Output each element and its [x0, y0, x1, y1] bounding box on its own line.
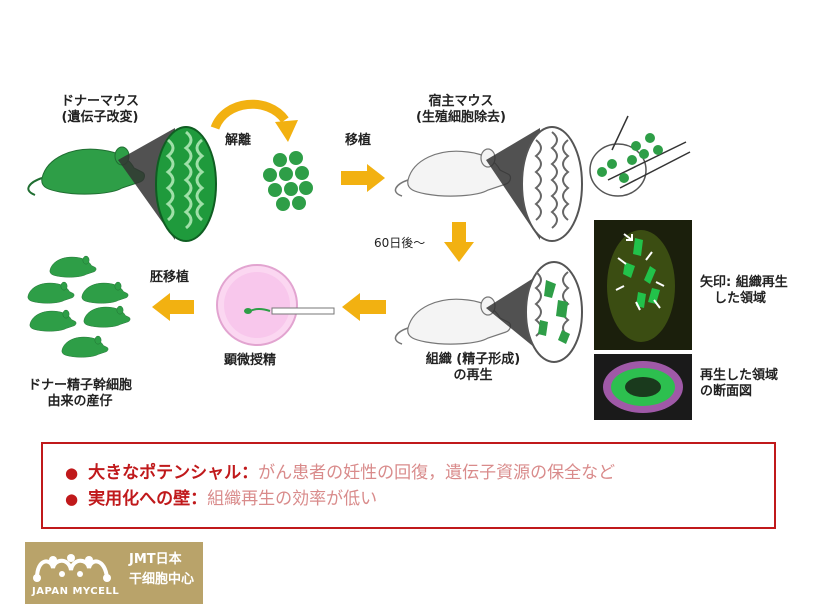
potential-key: 大きなポテンシャル： [88, 463, 259, 483]
host-testis-section [521, 126, 583, 242]
donor-mouse [27, 146, 145, 196]
microinsemination-label: 顕微授精 [224, 353, 277, 368]
regeneration-line-1: 組織 (精子形成) [425, 352, 521, 367]
egg-microinjection [216, 264, 335, 346]
section-caption: 再生した領域 の断面図 [700, 368, 778, 400]
offspring-label: ドナー精子幹細胞 由来の産仔 [10, 378, 150, 410]
summary-box: ● 大きなポテンシャル：がん患者の妊性の回復，遺伝子資源の保全など ● 実用化への壁… [41, 442, 776, 529]
logo-japanese-text: JMT日本 干细胞中心 [129, 550, 194, 590]
offspring-line-1: ドナー精子幹細胞 [27, 378, 132, 393]
summary-item-potential: ● 大きなポテンシャル：がん患者の妊性の回復，遺伝子資源の保全など [65, 462, 615, 484]
host-mouse-title: 宿主マウス [428, 94, 494, 109]
section-caption-line-1: 再生した領域 [700, 368, 779, 383]
down-arrow [444, 222, 474, 262]
summary-item-barrier: ● 実用化への壁：組織再生の効率が低い [65, 488, 377, 510]
bullet-icon: ● [65, 490, 79, 508]
host-mouse-subtitle: (生殖細胞除去) [416, 110, 506, 125]
arrows-caption-line-1: 矢印: 組織再生 [700, 275, 788, 290]
jmt-logo: JAPAN MYCELL JMT日本 干细胞中心 [25, 542, 203, 604]
donor-testis-section [155, 126, 217, 242]
mycell-logo-icon [33, 554, 111, 582]
fluorescence-micrograph [594, 220, 692, 350]
offspring-mice [27, 255, 131, 358]
regeneration-line-2: の再生 [453, 368, 493, 383]
left-arrow-1 [342, 293, 386, 321]
offspring-line-2: 由来の産仔 [47, 394, 113, 409]
dissociation-arrow [210, 99, 298, 142]
regeneration-label: 組織 (精子形成) の再生 [418, 352, 528, 384]
left-arrow-2 [152, 293, 194, 321]
embryo-transfer-label: 胚移植 [150, 270, 190, 285]
regenerated-mouse [394, 296, 512, 345]
section-caption-line-2: の断面図 [700, 384, 753, 399]
dissociated-cells [263, 151, 313, 211]
donor-mouse-subtitle: (遺伝子改変) [61, 110, 139, 125]
logo-japanese-line-1: JMT日本 [129, 552, 182, 567]
dissociation-label: 解離 [225, 133, 252, 148]
potential-value: がん患者の妊性の回復，遺伝子資源の保全など [258, 463, 616, 483]
injection-needle [589, 115, 691, 197]
barrier-value: 組織再生の効率が低い [207, 489, 378, 509]
transplant-arrow [341, 164, 385, 192]
logo-english-text: JAPAN MYCELL [32, 586, 120, 597]
barrier-key: 実用化への壁： [88, 489, 208, 509]
host-mouse-label: 宿主マウス (生殖細胞除去) [406, 94, 516, 126]
regenerated-testis-section [525, 261, 583, 363]
days-after-label: 60日後～ [374, 236, 426, 250]
arrows-caption: 矢印: 組織再生 した領域 [700, 275, 788, 307]
histology-section [594, 354, 692, 420]
donor-mouse-label: ドナーマウス (遺伝子改変) [50, 94, 150, 126]
transplant-label: 移植 [345, 133, 372, 148]
bullet-icon: ● [65, 464, 79, 482]
magnify-cone [486, 274, 540, 352]
host-mouse [394, 148, 512, 197]
donor-mouse-title: ドナーマウス [60, 94, 139, 109]
logo-japanese-line-2: 干细胞中心 [129, 572, 195, 587]
arrows-caption-line-2: した領域 [714, 291, 767, 306]
